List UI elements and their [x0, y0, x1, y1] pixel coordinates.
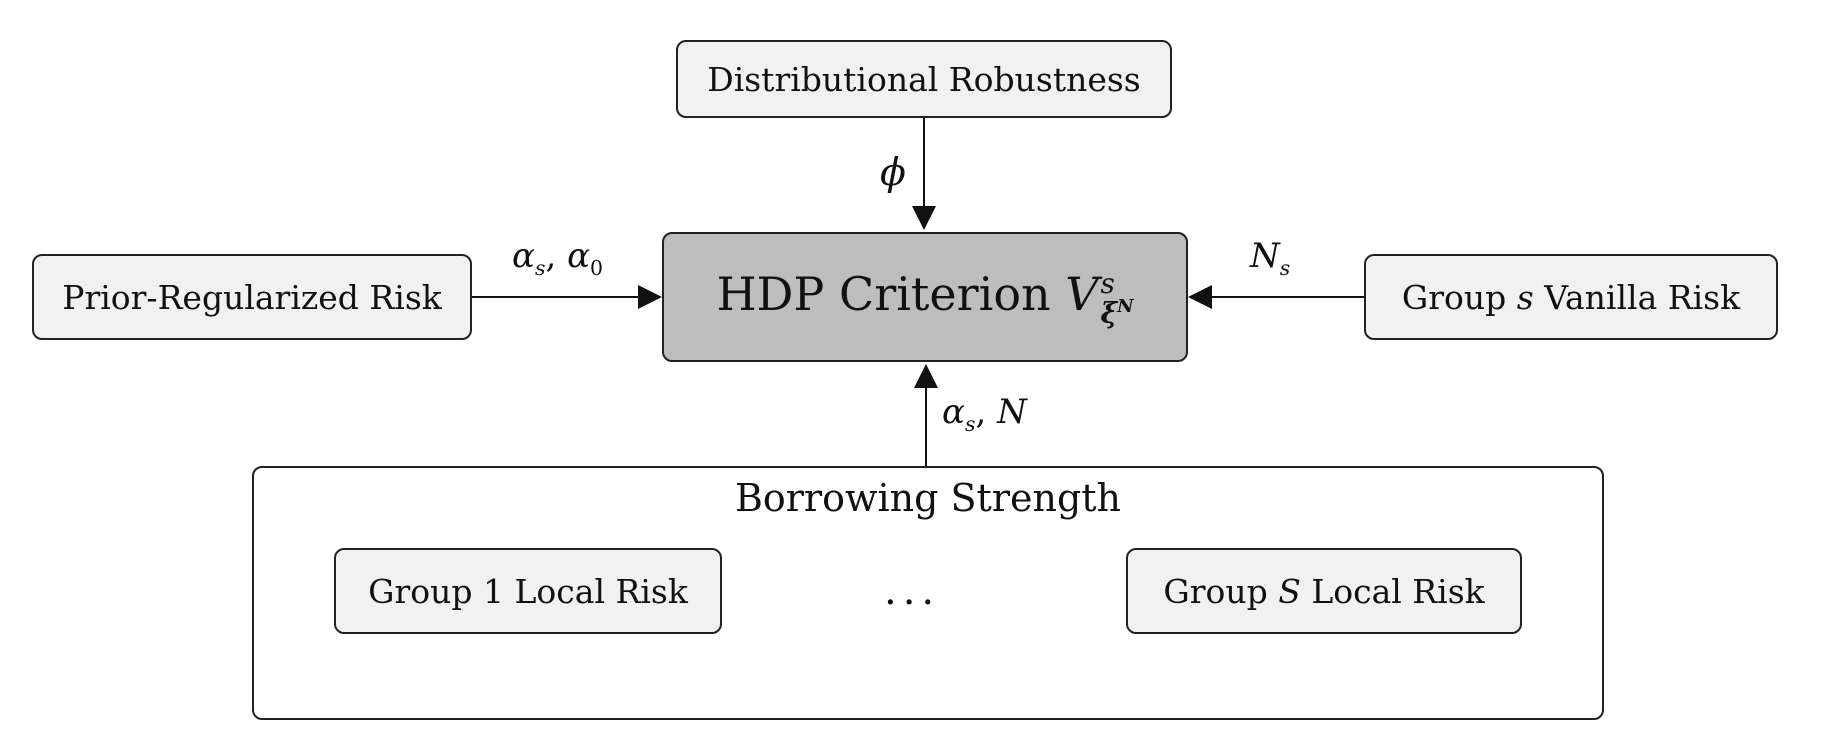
arrowhead-right: [1188, 285, 1212, 309]
node-group-s-vanilla-risk: Group s Vanilla Risk: [1364, 254, 1778, 340]
alpha-sub: s: [534, 255, 546, 280]
alpha: α: [942, 392, 965, 432]
node-label: Distributional Robustness: [707, 59, 1141, 99]
edge-label-alpha-s-n: αs, N: [942, 392, 1027, 436]
arrowhead-bottom: [914, 364, 938, 388]
alpha-sub: s: [964, 411, 976, 436]
arrowhead-left: [638, 285, 662, 309]
hdp-sup: s: [1100, 266, 1115, 300]
hdp-sub-sup: N: [1117, 295, 1134, 317]
hdp-symbol: V: [1065, 267, 1099, 322]
arrowhead-top: [912, 206, 936, 230]
separator: ,: [545, 236, 568, 276]
label-part: Group: [1401, 277, 1517, 317]
label-part: Vanilla Risk: [1533, 277, 1741, 317]
n-sub: s: [1279, 255, 1291, 280]
separator: ,: [975, 392, 998, 432]
label-var: S: [1278, 571, 1301, 611]
edge-label-n-s: Ns: [1250, 236, 1290, 280]
ellipsis: ...: [884, 568, 941, 614]
hdp-prefix: HDP Criterion: [716, 267, 1066, 322]
alpha: α: [567, 236, 591, 276]
node-distributional-robustness: Distributional Robustness: [676, 40, 1172, 118]
node-label: Group 1 Local Risk: [368, 571, 688, 611]
node-prior-regularized-risk: Prior-Regularized Risk: [32, 254, 472, 340]
label-part: Group: [1163, 571, 1279, 611]
edge-label-phi: ϕ: [880, 150, 906, 194]
label-part: Local Risk: [1300, 571, 1485, 611]
alpha: α: [512, 236, 535, 276]
hdp-sub-main: ξ: [1100, 295, 1118, 329]
n: N: [1250, 236, 1280, 276]
n: N: [997, 392, 1027, 432]
node-label: Prior-Regularized Risk: [62, 277, 442, 317]
node-label: Group s Vanilla Risk: [1402, 278, 1740, 317]
node-group-S-local-risk: Group S Local Risk: [1126, 548, 1522, 634]
label-var: s: [1516, 277, 1534, 317]
node-label: Group S Local Risk: [1163, 572, 1484, 611]
container-title: Borrowing Strength: [734, 476, 1122, 520]
edge-label-alpha-s-alpha-0: αs, α0: [512, 236, 603, 280]
alpha-sub: 0: [590, 255, 604, 280]
node-group-1-local-risk: Group 1 Local Risk: [334, 548, 722, 634]
